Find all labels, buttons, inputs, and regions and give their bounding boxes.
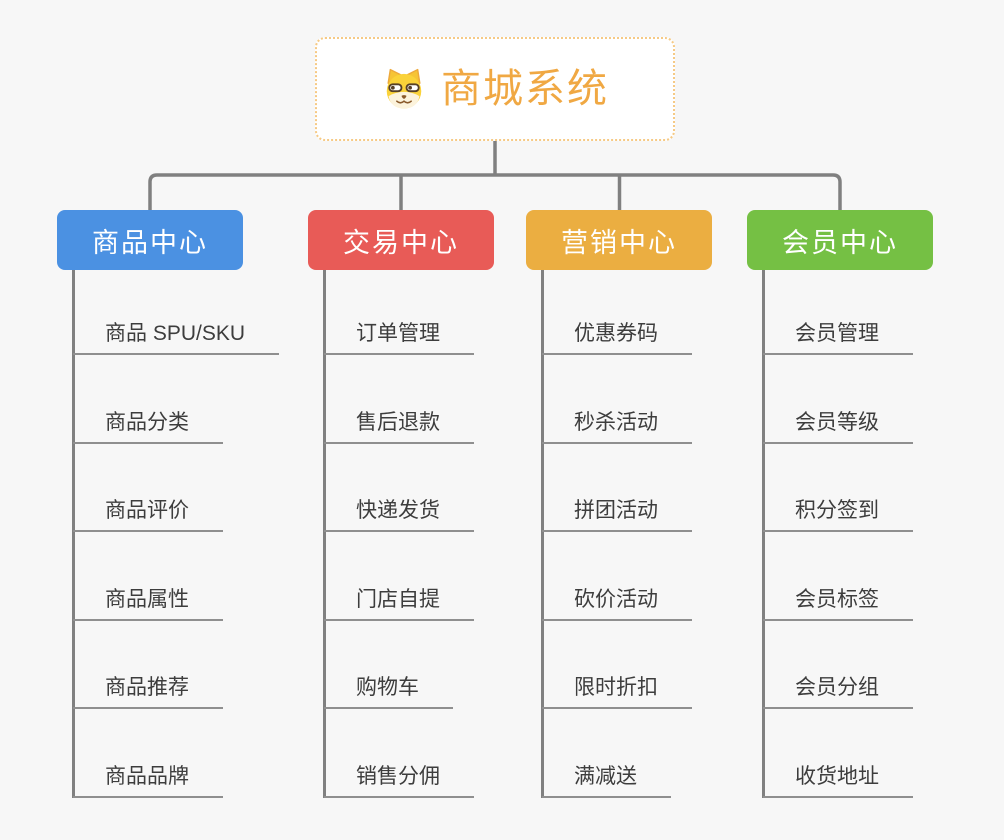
child-node[interactable]: 会员分组 xyxy=(763,674,913,709)
branch-header[interactable]: 交易中心 xyxy=(308,210,494,270)
child-node[interactable]: 商品分类 xyxy=(73,409,223,444)
child-node[interactable]: 售后退款 xyxy=(324,409,474,444)
branch-header[interactable]: 商品中心 xyxy=(57,210,243,270)
child-node[interactable]: 门店自提 xyxy=(324,586,474,621)
shiba-dog-icon xyxy=(386,68,422,109)
child-node[interactable]: 积分签到 xyxy=(763,497,913,532)
child-node[interactable]: 秒杀活动 xyxy=(542,409,692,444)
branch-children: 订单管理售后退款快递发货门店自提购物车销售分佣 xyxy=(308,270,558,798)
branch-column: 会员中心会员管理会员等级积分签到会员标签会员分组收货地址 xyxy=(747,210,997,800)
root-title: 商城系统 xyxy=(441,67,609,111)
child-node[interactable]: 限时折扣 xyxy=(542,674,692,709)
branch-children: 会员管理会员等级积分签到会员标签会员分组收货地址 xyxy=(747,270,997,798)
child-node[interactable]: 商品推荐 xyxy=(73,674,223,709)
child-node[interactable]: 会员管理 xyxy=(763,320,913,355)
child-node[interactable]: 商品 SPU/SKU xyxy=(73,320,280,355)
child-node[interactable]: 商品品牌 xyxy=(73,763,223,798)
child-node[interactable]: 优惠券码 xyxy=(542,320,692,355)
child-node[interactable]: 快递发货 xyxy=(324,497,474,532)
child-node[interactable]: 砍价活动 xyxy=(542,586,692,621)
child-node[interactable]: 会员等级 xyxy=(763,409,913,444)
child-node[interactable]: 商品评价 xyxy=(73,497,223,532)
branch-trunk-line xyxy=(762,270,765,798)
child-node[interactable]: 收货地址 xyxy=(763,763,913,798)
branch-trunk-line xyxy=(323,270,326,798)
branch-trunk-line xyxy=(72,270,75,798)
branch-header[interactable]: 营销中心 xyxy=(526,210,712,270)
child-node[interactable]: 商品属性 xyxy=(73,586,223,621)
branch-column: 交易中心订单管理售后退款快递发货门店自提购物车销售分佣 xyxy=(308,210,558,800)
child-node[interactable]: 订单管理 xyxy=(324,320,474,355)
child-node[interactable]: 拼团活动 xyxy=(542,497,692,532)
branch-children: 商品 SPU/SKU 商品分类商品评价商品属性商品推荐商品品牌 xyxy=(57,270,307,798)
child-node[interactable]: 销售分佣 xyxy=(324,763,474,798)
root-node[interactable]: 商城系统 xyxy=(315,37,675,141)
branch-header[interactable]: 会员中心 xyxy=(747,210,933,270)
child-node[interactable]: 购物车 xyxy=(324,674,453,709)
branch-children: 优惠券码秒杀活动拼团活动砍价活动限时折扣满减送 xyxy=(526,270,776,798)
branch-trunk-line xyxy=(541,270,544,798)
branch-column: 营销中心优惠券码秒杀活动拼团活动砍价活动限时折扣满减送 xyxy=(526,210,776,800)
branch-column: 商品中心商品 SPU/SKU 商品分类商品评价商品属性商品推荐商品品牌 xyxy=(57,210,307,800)
child-node[interactable]: 会员标签 xyxy=(763,586,913,621)
child-node[interactable]: 满减送 xyxy=(542,763,671,798)
